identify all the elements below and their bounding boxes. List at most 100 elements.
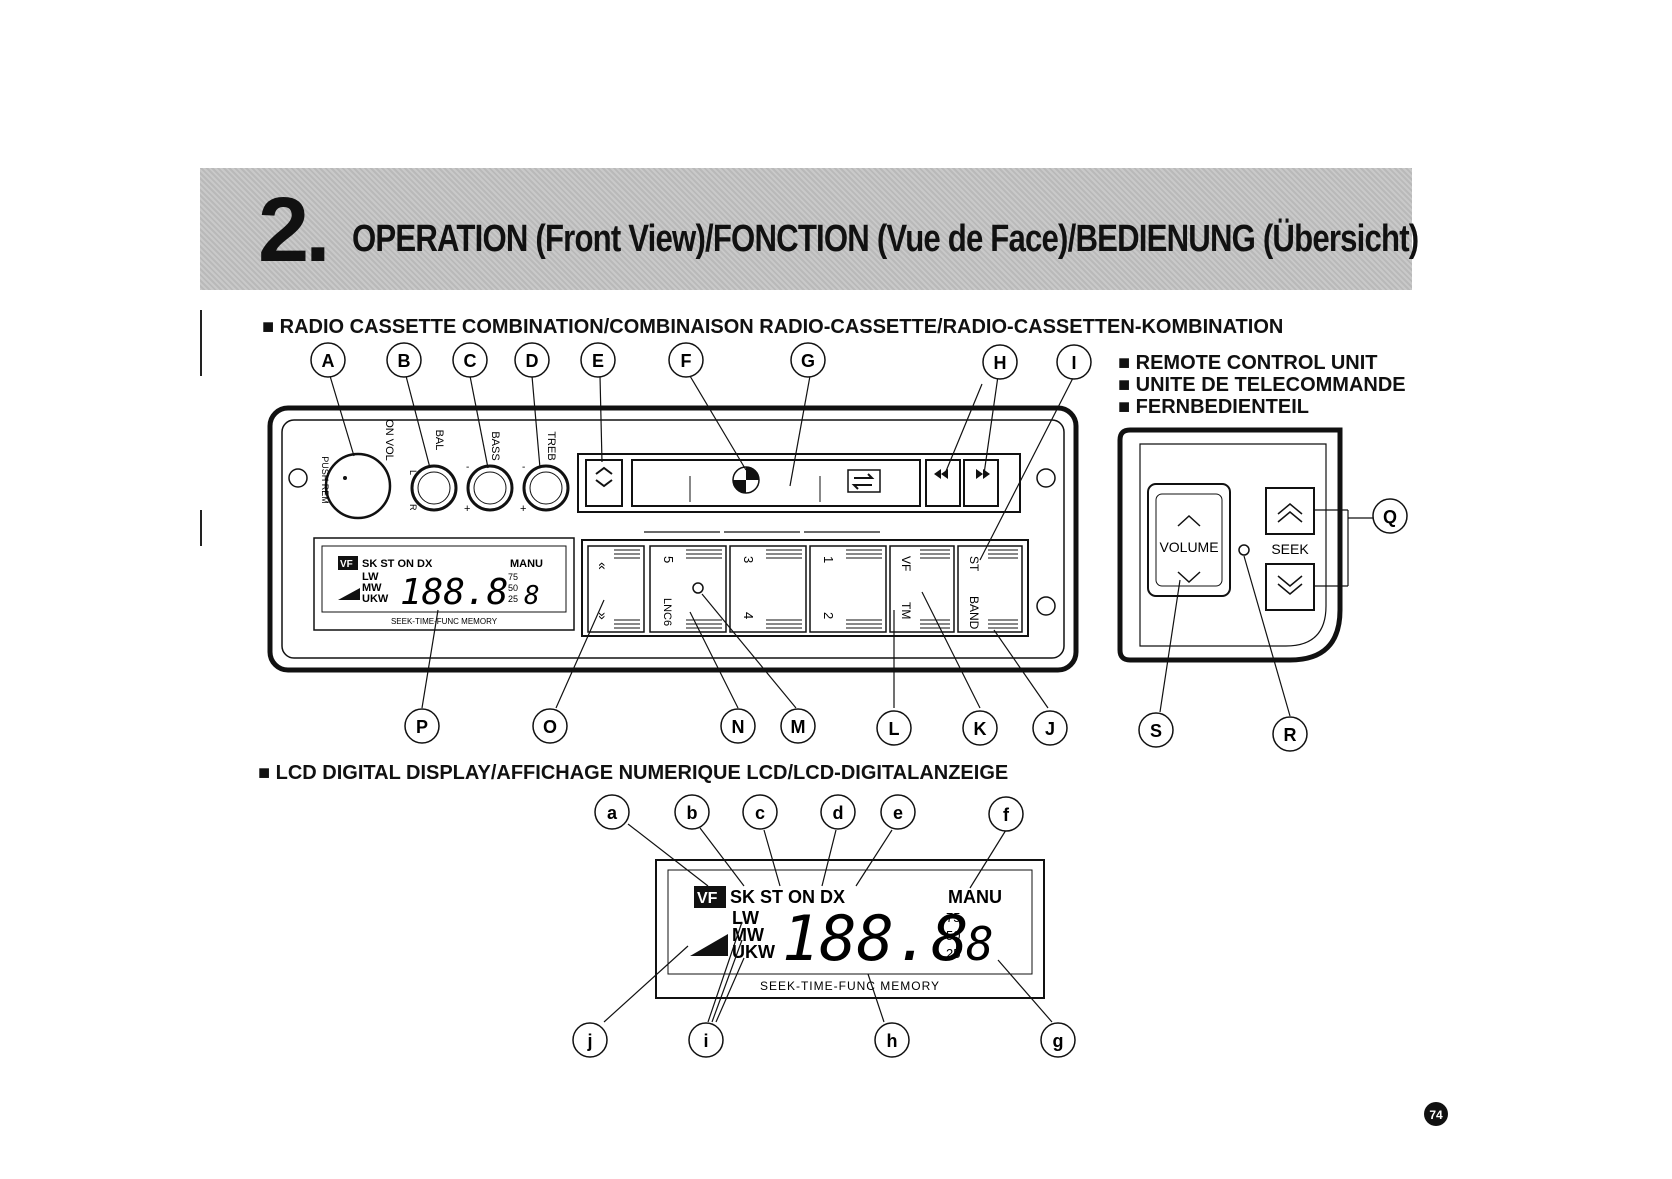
lcd-small-subnum: 75 — [508, 572, 518, 582]
fast-forward-icon — [976, 469, 990, 479]
lcd-top-row: SK ST ON DX — [730, 887, 845, 907]
screw-icon — [1036, 596, 1056, 616]
preset-1-label: 1 — [821, 556, 836, 563]
tm-label: TM — [899, 602, 913, 619]
lcd-small-manu: MANU — [510, 558, 543, 570]
bal-label: BAL — [433, 430, 445, 451]
volume-down-icon — [1177, 571, 1201, 584]
st-band-button[interactable] — [957, 545, 1023, 633]
treb-plus-label: + — [520, 503, 526, 515]
lcd-vf-indicator: VF — [697, 890, 718, 907]
lcd-subnum-75: 75 — [946, 910, 960, 925]
button-block — [581, 539, 1029, 637]
on-vol-label: ON VOL — [383, 419, 395, 461]
remote-seek-label: SEEK — [1271, 541, 1309, 557]
leader-lines — [329, 375, 1374, 1023]
lcd-small-top-row: SK ST ON DX — [362, 558, 433, 570]
lcd-band-ukw: UKW — [732, 942, 775, 962]
section-heading-lcd: ■ LCD DIGITAL DISPLAY/AFFICHAGE NUMERIQU… — [258, 762, 1009, 784]
preset-5-label: 5 — [661, 556, 676, 563]
callout-i: I — [1071, 353, 1076, 373]
lcd-small-last-digit: 8 — [524, 581, 540, 611]
seek-button-pair[interactable] — [587, 545, 645, 633]
preset-button-1[interactable] — [809, 545, 887, 633]
callout-k: K — [974, 719, 987, 739]
callout-a: A — [322, 351, 335, 371]
callout-s: S — [1150, 721, 1162, 741]
fast-forward-button[interactable] — [963, 459, 999, 507]
volume-rocker[interactable] — [1147, 483, 1231, 597]
callout-lcd-e: e — [893, 803, 903, 823]
bass-minus-label: - — [466, 462, 469, 473]
bass-plus-label: + — [464, 503, 470, 515]
lcd-band-mw: MW — [732, 925, 764, 945]
treb-minus-label: - — [522, 462, 525, 473]
bal-l-label: L — [408, 470, 418, 475]
remote-heading: ■ REMOTE CONTROL UNIT ■ UNITE DE TELECOM… — [1118, 352, 1406, 418]
speaker-icon — [690, 934, 728, 956]
callout-b: B — [398, 351, 411, 371]
treble-knob[interactable] — [522, 464, 570, 512]
callout-g: G — [801, 351, 815, 371]
remote-led-icon — [1238, 544, 1250, 556]
lcd-band-lw: LW — [732, 908, 759, 928]
page-title: OPERATION (Front View)/FONCTION (Vue de … — [352, 218, 1419, 260]
lcd-small-band-lw: LW — [362, 571, 379, 583]
callout-lcd-b: b — [687, 803, 698, 823]
radio-cassette-unit: PUSH REM ON VOL BAL L R BASS - + TREB - … — [267, 405, 1079, 673]
callout-p: P — [416, 717, 428, 737]
section-heading-radio: ■ RADIO CASSETTE COMBINATION/COMBINAISON… — [262, 316, 1284, 338]
preset-2-label: 2 — [821, 612, 836, 619]
callout-c: C — [464, 351, 477, 371]
preset-button-5[interactable] — [649, 545, 727, 633]
page-number: 74 — [1429, 1108, 1443, 1122]
callout-n: N — [732, 717, 745, 737]
seek-down-button[interactable] — [1265, 563, 1315, 611]
rewind-button[interactable] — [925, 459, 961, 507]
lcd-display-small — [313, 537, 575, 631]
preset-button-3[interactable] — [729, 545, 807, 633]
callout-h: H — [994, 353, 1007, 373]
push-rem-label: PUSH REM — [320, 456, 330, 504]
callouts-lower: P O N M L K J S R Q — [404, 498, 1408, 752]
double-chevron-down-icon — [1277, 575, 1303, 595]
callouts-lcd: a b c d e f j i h g — [572, 794, 1076, 1058]
eject-icon — [595, 466, 613, 488]
volume-knob[interactable] — [324, 452, 392, 520]
lcd-small-subnum: 25 — [508, 594, 518, 604]
callout-m: M — [791, 717, 806, 737]
preset-4-label: 4 — [741, 612, 756, 619]
margin-mark — [200, 510, 202, 546]
callout-lcd-f: f — [1003, 805, 1010, 825]
seek-up-icon: « — [595, 562, 611, 570]
lcd-small-band-ukw: UKW — [362, 593, 389, 605]
callout-lcd-i: i — [703, 1031, 708, 1051]
callout-e: E — [592, 351, 604, 371]
tape-direction-icon[interactable] — [847, 469, 881, 493]
callout-f: F — [681, 351, 692, 371]
margin-mark — [200, 310, 202, 376]
screw-icon — [1036, 468, 1056, 488]
callout-d: D — [526, 351, 539, 371]
remote-heading-line: ■ FERNBEDIENTEIL — [1118, 396, 1309, 418]
section-number: 2. — [258, 179, 331, 281]
seek-up-button[interactable] — [1265, 487, 1315, 535]
lcd-frequency-digits: 188.8 — [782, 902, 969, 975]
callout-lcd-c: c — [755, 803, 765, 823]
lcd-subnum-25: 25 — [946, 946, 960, 961]
treb-label: TREB — [545, 431, 557, 460]
lcd-small-vf: VF — [340, 559, 353, 570]
callout-lcd-d: d — [833, 803, 844, 823]
remote-heading-line: ■ UNITE DE TELECOMMANDE — [1118, 374, 1406, 396]
lcd-bottom-strip: SEEK-TIME-FUNC MEMORY — [760, 979, 940, 993]
callout-j: J — [1045, 719, 1055, 739]
lcd-subnum-50: 50 — [946, 928, 960, 943]
callout-lcd-j: j — [586, 1031, 592, 1051]
bass-knob[interactable] — [466, 464, 514, 512]
band-label: BAND — [967, 596, 981, 630]
st-label: ST — [967, 556, 981, 572]
lcd-manu-indicator: MANU — [948, 887, 1002, 907]
vf-tm-button[interactable] — [889, 545, 955, 633]
bal-r-label: R — [408, 504, 418, 511]
cassette-slot[interactable] — [631, 459, 921, 507]
